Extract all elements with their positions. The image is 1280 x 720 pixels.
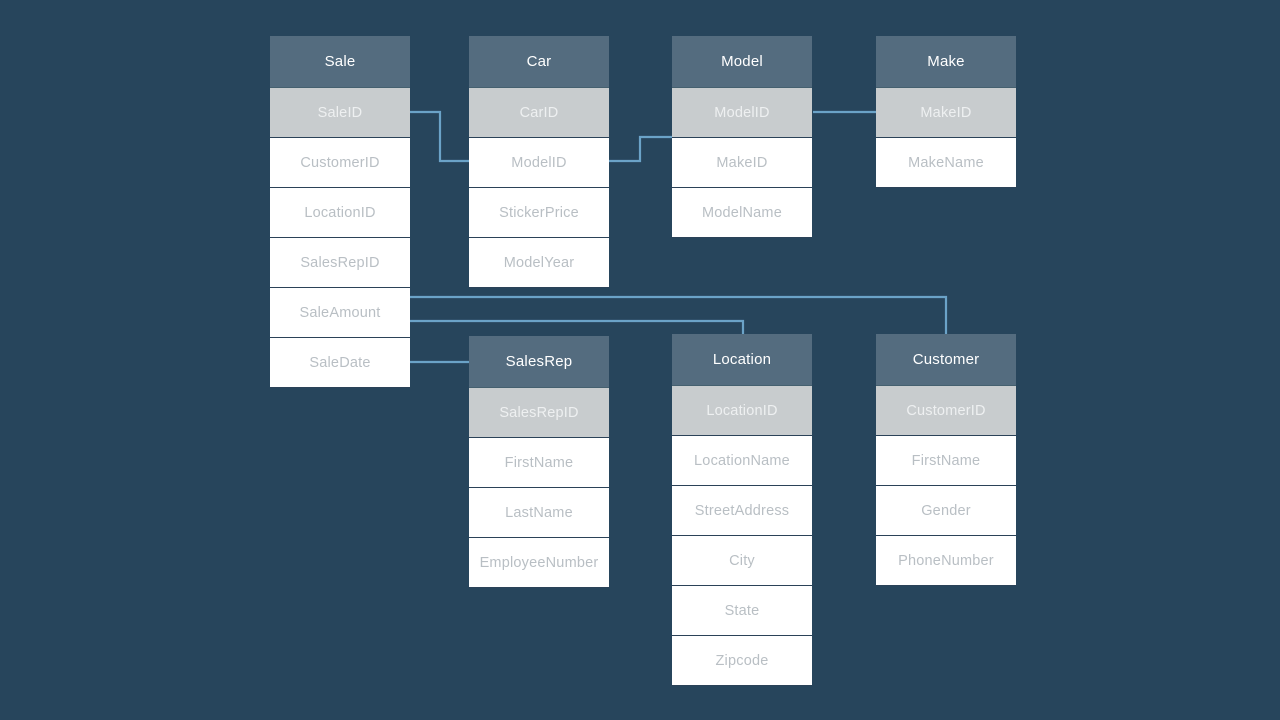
- field-stickerprice[interactable]: StickerPrice: [469, 187, 609, 237]
- field-streetaddress[interactable]: StreetAddress: [672, 485, 812, 535]
- field-employeenumber[interactable]: EmployeeNumber: [469, 537, 609, 587]
- connector-sale-to-car: [410, 110, 470, 163]
- primary-key-field-modelid[interactable]: ModelID: [672, 87, 812, 137]
- entity-title-make: Make: [876, 36, 1016, 87]
- primary-key-field-makeid[interactable]: MakeID: [876, 87, 1016, 137]
- entity-title-sale: Sale: [270, 36, 410, 87]
- field-state[interactable]: State: [672, 585, 812, 635]
- field-saleamount[interactable]: SaleAmount: [270, 287, 410, 337]
- primary-key-field-saleid[interactable]: SaleID: [270, 87, 410, 137]
- field-modelyear[interactable]: ModelYear: [469, 237, 609, 287]
- field-makename[interactable]: MakeName: [876, 137, 1016, 187]
- field-customerid[interactable]: CustomerID: [270, 137, 410, 187]
- entity-title-model: Model: [672, 36, 812, 87]
- entity-title-customer: Customer: [876, 334, 1016, 385]
- field-firstname[interactable]: FirstName: [469, 437, 609, 487]
- field-phonenumber[interactable]: PhoneNumber: [876, 535, 1016, 585]
- field-locationid[interactable]: LocationID: [270, 187, 410, 237]
- field-modelid[interactable]: ModelID: [469, 137, 609, 187]
- field-locationname[interactable]: LocationName: [672, 435, 812, 485]
- field-salesrepid[interactable]: SalesRepID: [270, 237, 410, 287]
- field-lastname[interactable]: LastName: [469, 487, 609, 537]
- field-saledate[interactable]: SaleDate: [270, 337, 410, 387]
- field-gender[interactable]: Gender: [876, 485, 1016, 535]
- field-city[interactable]: City: [672, 535, 812, 585]
- primary-key-field-salesrepid[interactable]: SalesRepID: [469, 387, 609, 437]
- entity-title-car: Car: [469, 36, 609, 87]
- field-makeid[interactable]: MakeID: [672, 137, 812, 187]
- entity-title-salesrep: SalesRep: [469, 336, 609, 387]
- field-firstname[interactable]: FirstName: [876, 435, 1016, 485]
- connector-sale-to-customer: [410, 295, 948, 336]
- connector-car-to-model: [609, 135, 672, 163]
- field-zipcode[interactable]: Zipcode: [672, 635, 812, 685]
- field-modelname[interactable]: ModelName: [672, 187, 812, 237]
- entity-title-location: Location: [672, 334, 812, 385]
- primary-key-field-customerid[interactable]: CustomerID: [876, 385, 1016, 435]
- primary-key-field-carid[interactable]: CarID: [469, 87, 609, 137]
- primary-key-field-locationid[interactable]: LocationID: [672, 385, 812, 435]
